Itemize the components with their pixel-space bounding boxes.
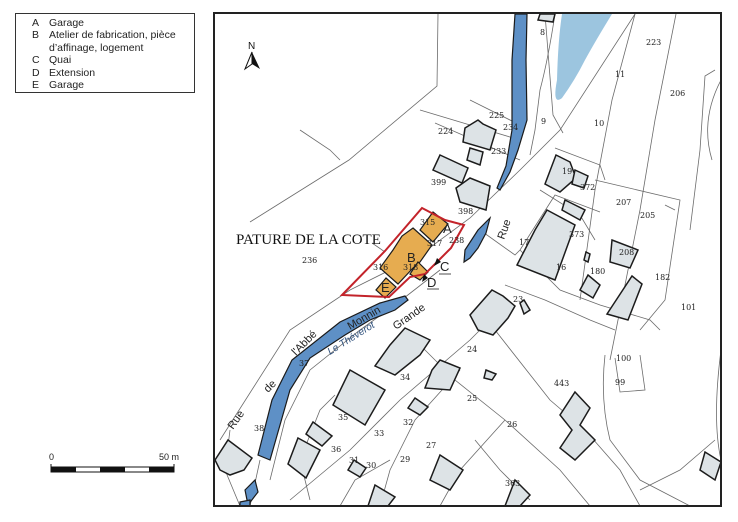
legend-item-b-cont: d’affinage, logement — [49, 41, 144, 54]
river-theverot-lower — [257, 295, 409, 461]
svg-text:373: 373 — [569, 230, 584, 239]
svg-text:24: 24 — [467, 345, 477, 354]
svg-text:Rue: Rue — [226, 408, 247, 431]
site-letters: A B C D E — [381, 221, 452, 295]
svg-text:208: 208 — [619, 248, 634, 257]
place-name: PATURE DE LA COTE — [236, 232, 381, 248]
site-outline — [339, 206, 466, 299]
svg-text:224: 224 — [438, 127, 453, 136]
svg-text:398: 398 — [458, 207, 473, 216]
svg-text:363: 363 — [505, 479, 520, 488]
svg-text:23: 23 — [513, 295, 523, 304]
map-frame — [213, 12, 722, 507]
svg-text:182: 182 — [655, 273, 670, 282]
svg-text:A: A — [443, 221, 452, 236]
svg-text:D: D — [427, 275, 436, 290]
river-fragment-2 — [239, 499, 251, 506]
svg-text:372: 372 — [580, 183, 595, 192]
svg-text:233: 233 — [491, 147, 506, 156]
river-theverot — [496, 14, 528, 191]
svg-text:315: 315 — [420, 218, 435, 227]
svg-text:36: 36 — [331, 445, 341, 454]
svg-text:399: 399 — [431, 178, 446, 187]
svg-text:100: 100 — [616, 354, 631, 363]
buildings — [215, 14, 721, 506]
svg-text:206: 206 — [670, 89, 685, 98]
svg-text:205: 205 — [640, 211, 655, 220]
svg-text:25: 25 — [467, 394, 477, 403]
parcel-labels: 8 223 11 206 10 9 225 224 234 233 399 39… — [254, 28, 696, 488]
pond — [555, 14, 612, 100]
svg-text:33: 33 — [374, 429, 384, 438]
svg-text:318: 318 — [403, 263, 418, 272]
building-b — [379, 227, 433, 285]
svg-text:234: 234 — [503, 123, 518, 132]
river-segment — [463, 215, 492, 264]
svg-text:C: C — [440, 259, 449, 274]
svg-text:101: 101 — [681, 303, 696, 312]
svg-text:35: 35 — [338, 413, 348, 422]
svg-text:37: 37 — [299, 359, 309, 368]
svg-text:30: 30 — [366, 461, 376, 470]
scale-start-label: 0 — [49, 452, 54, 462]
building-e — [375, 277, 397, 299]
svg-text:99: 99 — [615, 378, 625, 387]
svg-text:207: 207 — [616, 198, 631, 207]
svg-text:N: N — [248, 41, 255, 52]
svg-text:16: 16 — [556, 263, 566, 272]
svg-text:8: 8 — [540, 28, 545, 37]
parcel-lines — [219, 14, 721, 506]
svg-text:238: 238 — [449, 236, 464, 245]
svg-text:9: 9 — [541, 117, 546, 126]
svg-text:236: 236 — [302, 256, 317, 265]
svg-text:B: B — [407, 250, 416, 265]
svg-text:27: 27 — [426, 441, 436, 450]
svg-text:443: 443 — [554, 379, 569, 388]
svg-text:38: 38 — [254, 424, 264, 433]
svg-text:31: 31 — [349, 456, 359, 465]
svg-text:225: 225 — [489, 111, 504, 120]
scale-bar: 0 50 m — [49, 452, 179, 473]
svg-text:Rue: Rue — [496, 218, 514, 241]
svg-text:19: 19 — [562, 167, 572, 176]
svg-text:26: 26 — [507, 420, 517, 429]
svg-text:34: 34 — [400, 373, 410, 382]
svg-text:180: 180 — [590, 267, 605, 276]
svg-text:17: 17 — [519, 238, 529, 247]
svg-text:E: E — [381, 280, 390, 295]
svg-text:32: 32 — [403, 418, 413, 427]
svg-text:29: 29 — [400, 455, 410, 464]
svg-text:316: 316 — [373, 263, 388, 272]
site-buildings — [339, 206, 466, 299]
svg-text:10: 10 — [594, 119, 604, 128]
svg-text:11: 11 — [615, 70, 625, 79]
svg-text:317: 317 — [427, 239, 442, 248]
svg-text:223: 223 — [646, 38, 661, 47]
scale-end-label: 50 m — [159, 452, 179, 462]
north-arrow: N — [243, 41, 260, 71]
